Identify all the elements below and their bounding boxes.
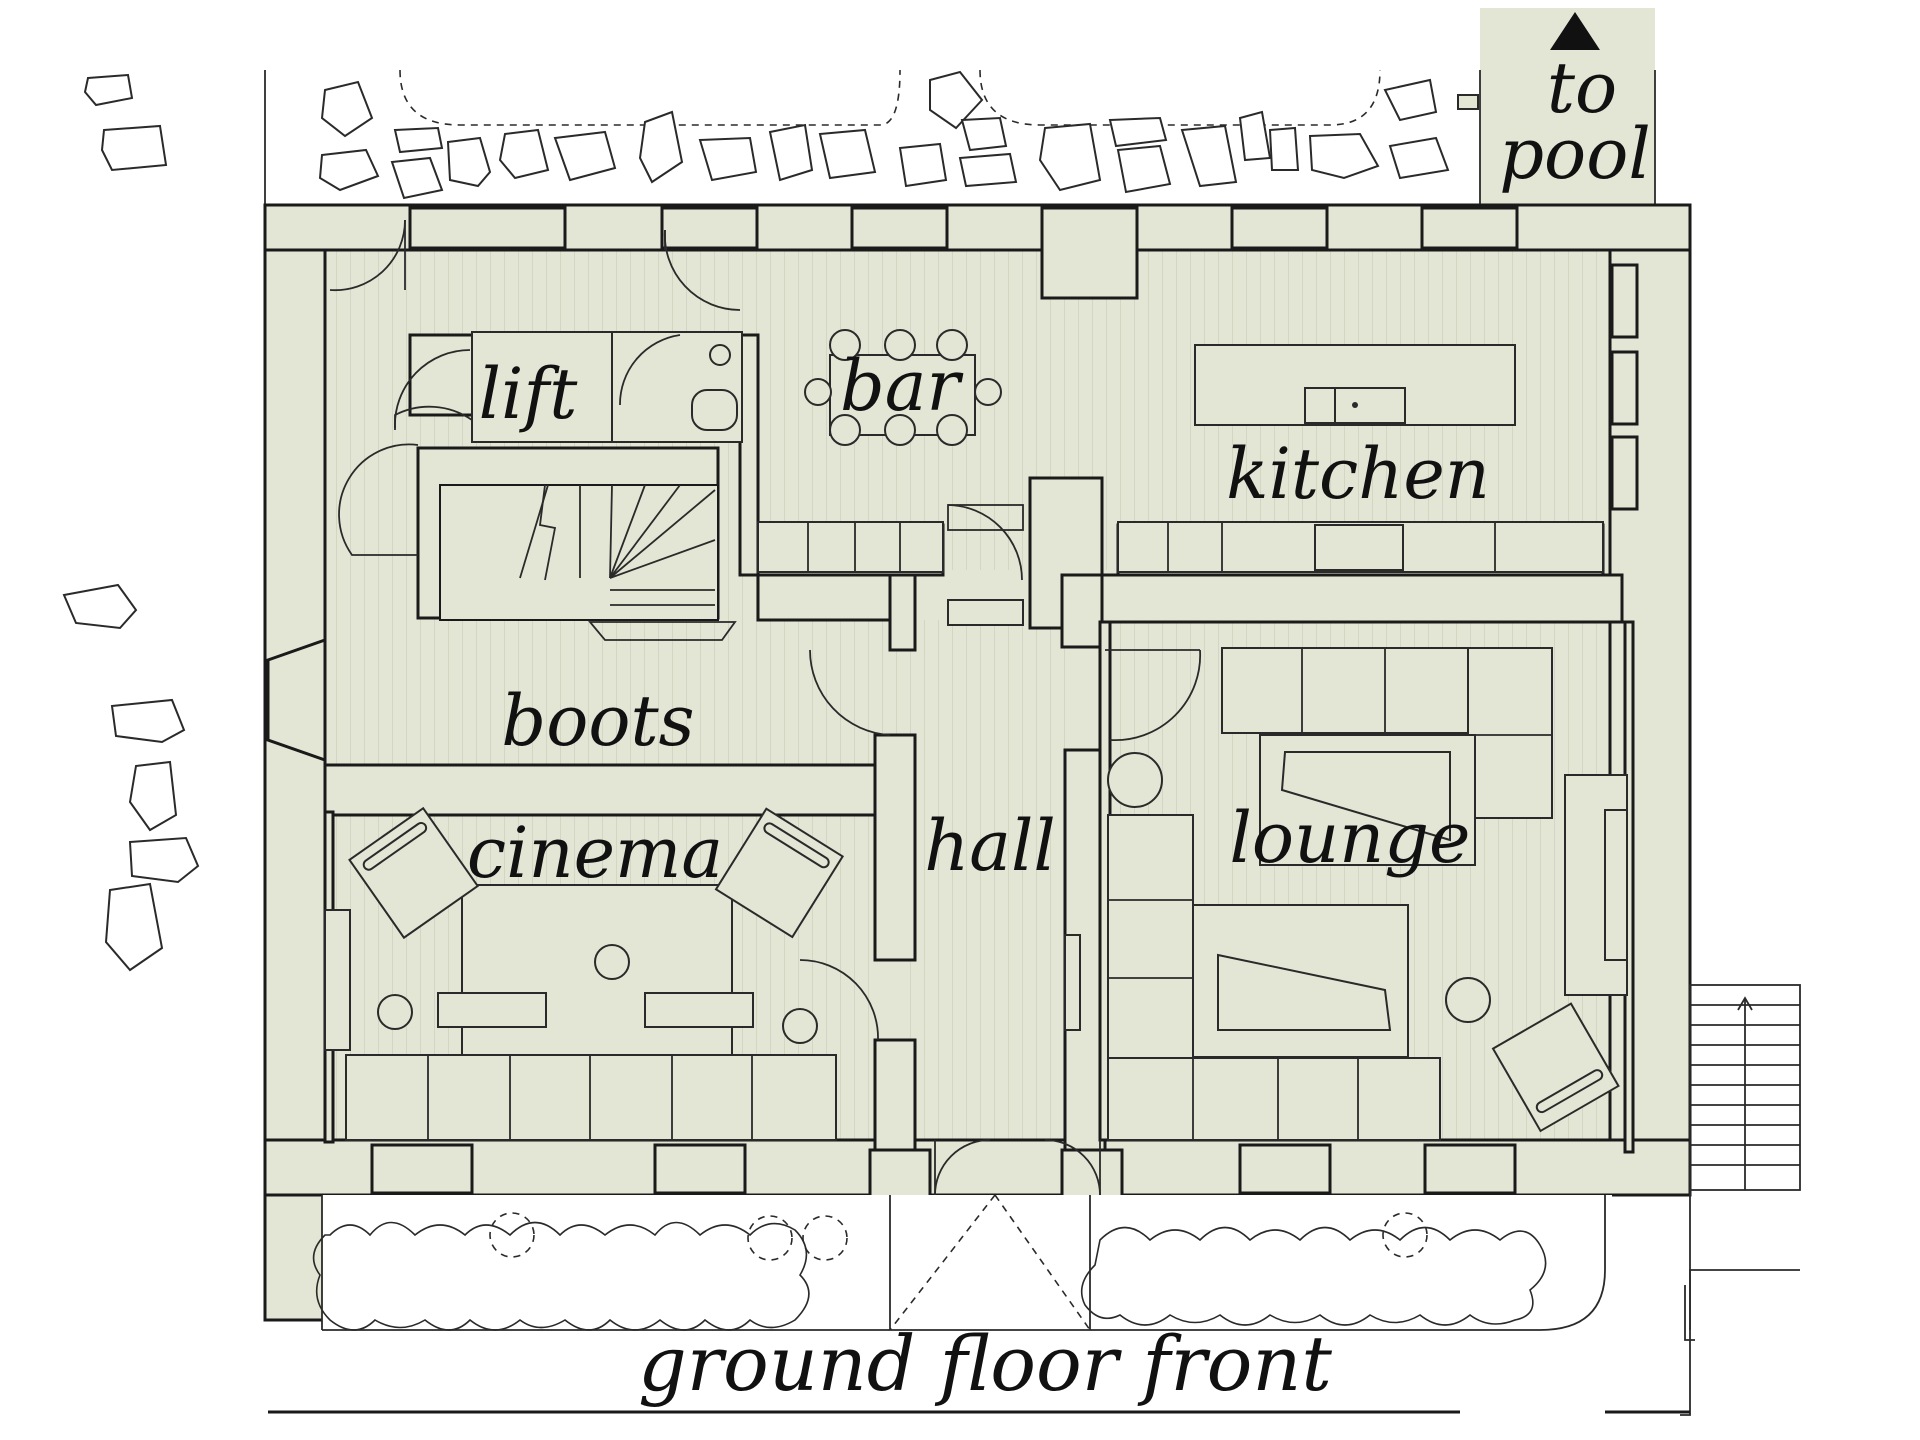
- cinema-furniture: [324, 806, 845, 1141]
- exterior-steps: [1680, 984, 1801, 1416]
- kitchen-counter: [757, 504, 1604, 626]
- plan-title: ground floor front: [638, 1319, 1332, 1408]
- stepping-stones: [62, 70, 1450, 972]
- room-label-cinema: cinema: [467, 812, 723, 894]
- lounge-furniture: [1107, 647, 1628, 1141]
- room-label-hall: hall: [924, 805, 1056, 887]
- rear-terrace: [264, 69, 1480, 205]
- door-swings: [329, 219, 1202, 1196]
- room-label-lounge: lounge: [1230, 797, 1471, 879]
- staircase: [338, 443, 737, 641]
- north-arrow-icon: [1550, 12, 1600, 50]
- room-label-boots: boots: [501, 680, 694, 762]
- label-pool: pool: [1499, 113, 1650, 195]
- lift-shaft: [394, 331, 743, 443]
- label-to: to: [1547, 47, 1617, 129]
- room-label-bar: bar: [840, 345, 964, 427]
- hall-furniture: [1064, 934, 1081, 1031]
- room-label-kitchen: kitchen: [1226, 433, 1490, 515]
- front-garden: [312, 1194, 1612, 1331]
- kitchen-island: [1194, 344, 1516, 426]
- room-label-lift: lift: [479, 353, 579, 435]
- pool-corridor: [1457, 8, 1656, 208]
- bar-table: [804, 329, 1002, 446]
